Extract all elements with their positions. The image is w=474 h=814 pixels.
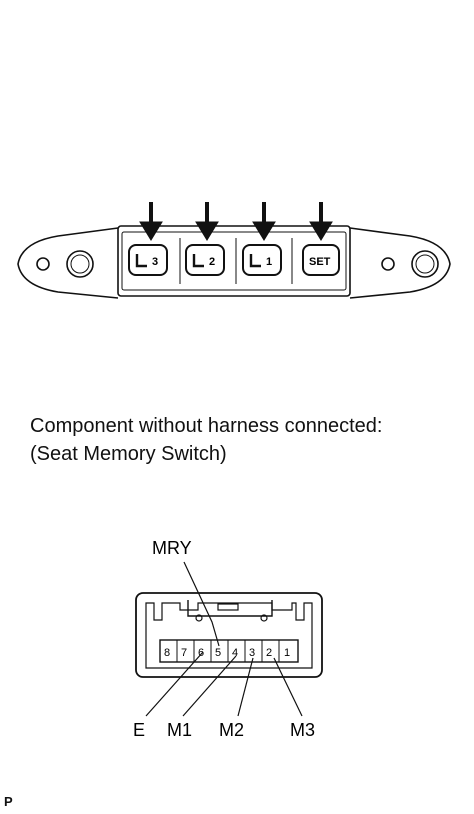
switch-assembly [17, 225, 451, 299]
pin-1: 1 [284, 647, 290, 659]
leader-m3 [273, 657, 303, 717]
seat-icon [249, 254, 261, 268]
arrow-down-icon [195, 202, 219, 241]
arrow-down-icon [139, 202, 163, 241]
leader-lines [145, 561, 303, 717]
corner-mark: P [4, 794, 13, 809]
press-arrows [139, 202, 333, 241]
leader-m2 [237, 657, 254, 717]
label-m3: M3 [290, 720, 315, 740]
connector-housing [135, 592, 323, 678]
mounting-hole-left [66, 250, 94, 278]
caption-line-1: Component without harness connected: [30, 415, 383, 437]
mounting-hole-left-small [36, 257, 50, 271]
leader-mry [183, 561, 220, 647]
mounting-hole-right [411, 250, 439, 278]
pin-dividers [176, 640, 280, 662]
pin-8: 8 [164, 647, 170, 659]
pin-5: 5 [215, 647, 221, 659]
pin-4: 4 [232, 647, 238, 659]
pin-6: 6 [198, 647, 204, 659]
pin-3: 3 [249, 647, 255, 659]
memory-button-2-label: 2 [209, 256, 215, 268]
caption-line-2: (Seat Memory Switch) [30, 443, 227, 465]
memory-button-1[interactable]: 1 [242, 244, 282, 276]
seat-icon [135, 254, 147, 268]
leader-e [145, 651, 204, 717]
label-m1: M1 [167, 720, 192, 740]
label-m2: M2 [219, 720, 244, 740]
arrow-down-icon [252, 202, 276, 241]
seat-icon [192, 254, 204, 268]
pin-numbers: 8 7 6 5 4 3 2 1 [164, 647, 290, 659]
memory-button-2[interactable]: 2 [185, 244, 225, 276]
label-e: E [133, 720, 145, 740]
set-button[interactable]: SET [302, 244, 340, 276]
arrow-down-icon [309, 202, 333, 241]
memory-button-3-label: 3 [152, 256, 158, 268]
label-mry: MRY [152, 538, 192, 558]
set-button-label: SET [309, 256, 331, 268]
leader-m1 [182, 655, 237, 717]
pin-7: 7 [181, 647, 187, 659]
mounting-hole-right-small [381, 257, 395, 271]
pin-2: 2 [266, 647, 272, 659]
memory-button-3[interactable]: 3 [128, 244, 168, 276]
memory-button-1-label: 1 [266, 256, 272, 268]
